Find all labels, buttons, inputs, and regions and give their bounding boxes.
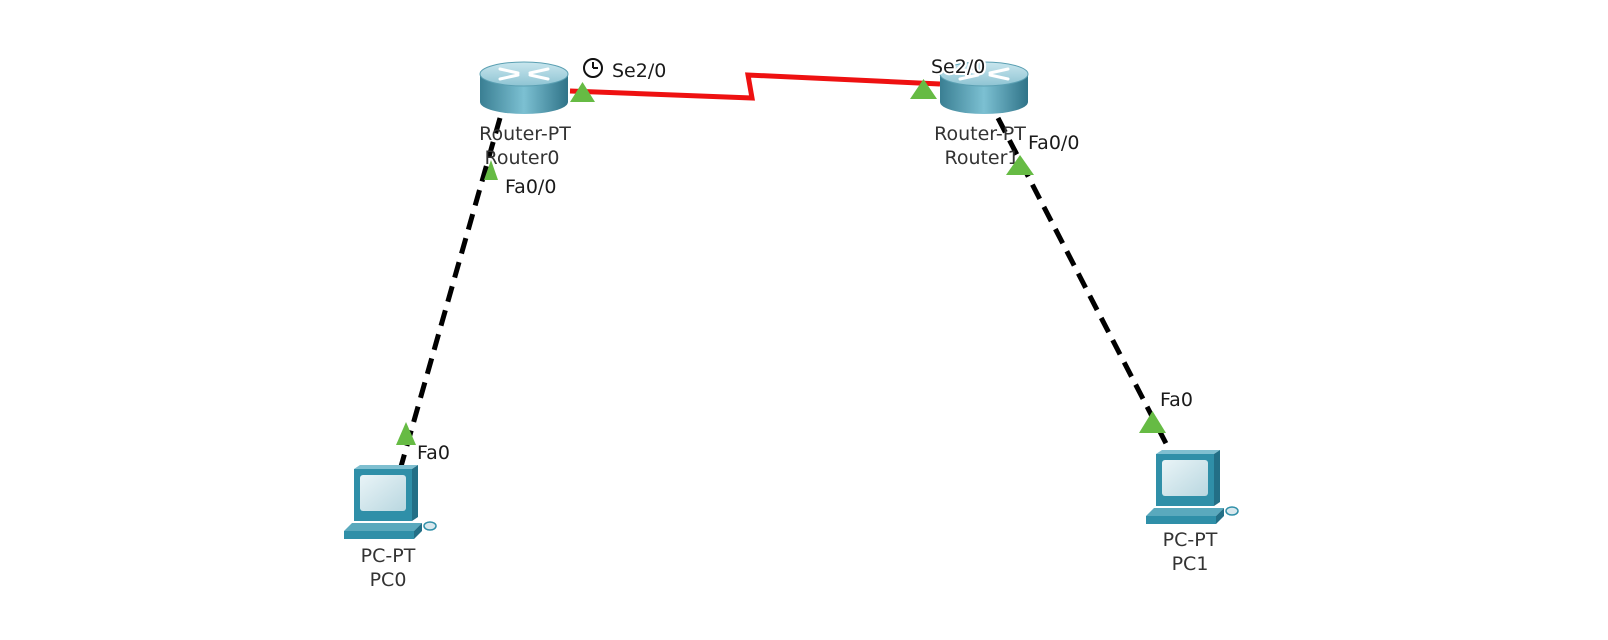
- router0-type-label: Router-PT: [479, 123, 571, 145]
- pc1-icon[interactable]: [1146, 450, 1239, 524]
- eth-right-pc-up-icon: [1139, 411, 1166, 433]
- pc1-fa-port-label: Fa0: [1160, 389, 1193, 411]
- pc0-icon[interactable]: [344, 465, 437, 539]
- eth-left-pc-up-icon: [396, 422, 416, 445]
- router1-type-label: Router-PT: [934, 123, 1026, 145]
- router1-serial-port-label: Se2/0: [931, 56, 985, 78]
- pc1-type-label: PC-PT: [1163, 529, 1218, 551]
- pc0-name-label: PC0: [370, 569, 407, 591]
- router0-serial-port-label: Se2/0: [612, 60, 666, 82]
- router0-icon[interactable]: [479, 61, 569, 114]
- router0-name-label: Router0: [484, 147, 559, 169]
- pc0-type-label: PC-PT: [361, 545, 416, 567]
- router0-fa-port-label: Fa0/0: [505, 176, 556, 198]
- ethernet-link-left[interactable]: [397, 117, 503, 471]
- eth-right-router-up-icon: [1006, 155, 1034, 175]
- router1-fa-port-label: Fa0/0: [1028, 132, 1079, 154]
- eth-left-router-up-icon: [484, 160, 498, 180]
- serial-router1-up-icon: [910, 79, 937, 99]
- serial-router0-up-icon: [570, 82, 595, 102]
- pc0-fa-port-label: Fa0: [417, 442, 450, 464]
- clock-icon: [583, 58, 603, 78]
- router1-icon[interactable]: [939, 61, 1029, 114]
- pc1-name-label: PC1: [1172, 553, 1209, 575]
- serial-link[interactable]: [569, 72, 941, 101]
- router1-name-label: Router1: [944, 147, 1019, 169]
